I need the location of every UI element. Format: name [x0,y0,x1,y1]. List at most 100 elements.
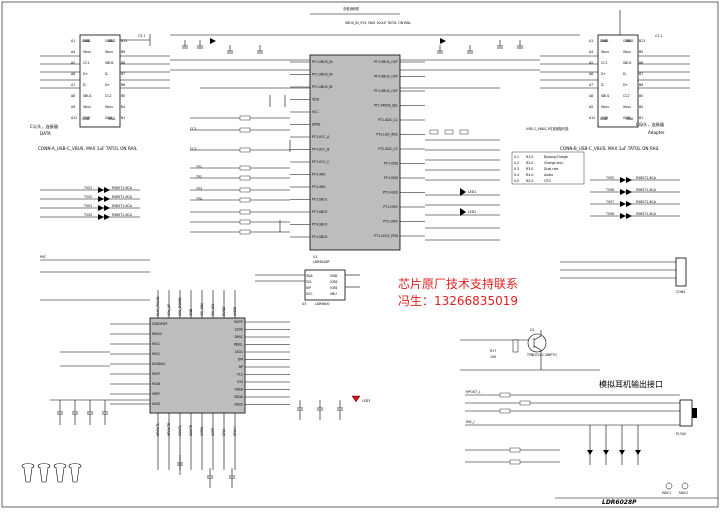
usb-right-pin-left: A12 [589,116,595,120]
usb-right-pinname-right: D+ [623,83,628,87]
mode-table-cell: Dual role [544,167,558,171]
usb-right-pinname-right: Vbus [623,50,631,54]
resistor [239,115,251,121]
usb-left-cap: C3.1 [138,34,145,38]
u2-pin-label-right: VBSA [234,388,243,392]
led-label: LED2 [468,210,476,214]
svg-text:IOB2: IOB2 [330,280,338,284]
usb-right-pinname-left: Vbus [601,50,609,54]
resistor [239,219,251,225]
usb-left-pinname-right: GND [105,39,113,43]
usb-left-pin-left: A5 [71,61,75,65]
svg-text:Q1: Q1 [530,328,535,332]
resistor [499,408,511,414]
usb-right-pin-right: B4 [639,105,643,109]
usb-right-pinname-right: GND [623,116,631,120]
mic-pad-1 [665,482,673,490]
tvs-ref: TVS4 [83,213,92,217]
usb-right-pinname-right: Vbus [623,105,631,109]
usb-left-pin-left: A4 [71,50,75,54]
sheet-title: LDR6028P [602,499,637,506]
mode-table-cell: 0.2 [514,161,519,165]
tvs-diode-icon [620,189,632,195]
usb-left-pin-right: B12 [121,39,127,43]
mode-table-cell: Audio [544,173,553,177]
usb-left-pinname-right: Vbus [105,50,113,54]
headphone-output: HPOUT_L MIC_J 模拟耳机输出接口 PJ-340 MAC1 MAC2 [465,379,697,495]
usb-right-pinname-left: Vbus [601,105,609,109]
resistor [509,447,521,453]
tvs-part: RSB5T1.8CA [636,176,657,180]
ic-u3: SDA SCL VIP VCC GND IOB2 IOB1 VBU U3 LDR… [255,269,360,306]
usb-right-pinname-left: CC1 [601,61,607,65]
audio-ic-u2: GNDVREFRING2MIC1MIC2MICBIASMICPMICNVREFA… [40,255,290,470]
usb-right-pinname-right: D- [623,72,627,76]
svg-text:GND: GND [82,39,90,43]
resistor [499,392,511,398]
usb-left-pin-left: A1 [71,39,75,43]
svg-text:SCL: SCL [306,280,312,284]
u2-pin-label-bottom: VCPP [211,428,215,436]
u1-pin-label-right: PT1.LED1_PGD [374,234,398,238]
connector-con4: CON4 [560,257,687,294]
mode-table-cell: OTG [544,179,551,183]
hp-label: HPOUT_L [466,390,481,394]
u1-pin-label-right: PT1.LED_ADC [376,133,398,137]
u2-pin-label-left: RING2 [152,332,162,336]
resistor [429,129,439,135]
bottom-left-parts [21,351,150,483]
mounting-screw-icon [21,463,35,469]
usb-right-pin-left: A8 [589,94,593,98]
usb-left-pinname-right: SBU2 [105,61,114,65]
mode-table-cell: R2-0 [526,161,533,165]
mode-table-cell: 0.4 [514,173,519,177]
u1-pin-label-right: PT4.VBUS_OUT [374,89,398,93]
u2-pin-label-right: INSEL [234,343,243,347]
u1-pin-label-left: PT4.VCC_B [312,148,329,152]
transistor-q1: Q1 TPNDTV4C1SBPTG R17 10K [460,328,600,371]
usb-right-pinname-right: SBU2 [623,61,632,65]
top-label: 去电池网络 [343,6,360,11]
u2-pin-label-left: AVSS [152,402,160,406]
tvs-part: RSB5T1.8CA [112,213,133,217]
resistor [239,197,251,203]
svg-text:TP2: TP2 [195,175,202,179]
main-ic-ref: U1 [313,255,317,259]
resistor [239,187,251,193]
usb-right-label: CONN-B_USB-C_VBUS, MAX 1uF TATOL ON RAIL [560,146,660,151]
tvs-part: RSB5T1.8CA [112,186,133,190]
usb-left-pinname-right: CC2 [105,94,111,98]
resistor [459,129,469,135]
u2-pin-label-bottom: AOUTL [178,425,182,436]
u1-pin-label-left: VDD [312,98,320,102]
usb-right-pin-right: B1 [639,116,643,120]
mounting-screw-body [39,467,49,483]
usb-left-pin-right: B6 [121,83,125,87]
u1-pin-label-right: PT2.GPIO [383,220,398,224]
usb-left-pin-left: A7 [71,83,75,87]
svg-text:TP4: TP4 [195,197,202,201]
mode-table-cell: R5-0 [526,179,533,183]
tvs-ref: TVS3 [83,204,92,208]
u2-pin-label-right: MUTE [234,320,243,324]
left-middle-parts: CC1 CC2 TP1 TP2 TP3 TP4 [190,95,291,235]
mic-pad-2 [681,482,689,490]
usb-left-pinname-left: CC1 [83,61,89,65]
tvs-part: RSB5T1.8CA [636,212,657,216]
u2-pin-label-right: DM [238,358,243,362]
mounting-screw-body [70,467,80,483]
usb-left-pinname-left: GND [83,39,91,43]
resistor [509,459,521,465]
u1-pin-label-right: PT3.VBUS_OUT [374,60,398,64]
u1-pin-label-left: PT3.SBU2 [312,210,327,214]
u2-pin-label-right: VBUS [234,403,243,407]
u2-pin-label-top: AVDD [233,306,237,316]
usb-left-pin-right: B5 [121,94,125,98]
usb-left-pinname-left: GND [83,116,91,120]
led-icon [460,188,466,196]
usb-right-pin-right: B8 [639,61,643,65]
u2-pin-label-top: I2S_SDA [200,302,204,316]
